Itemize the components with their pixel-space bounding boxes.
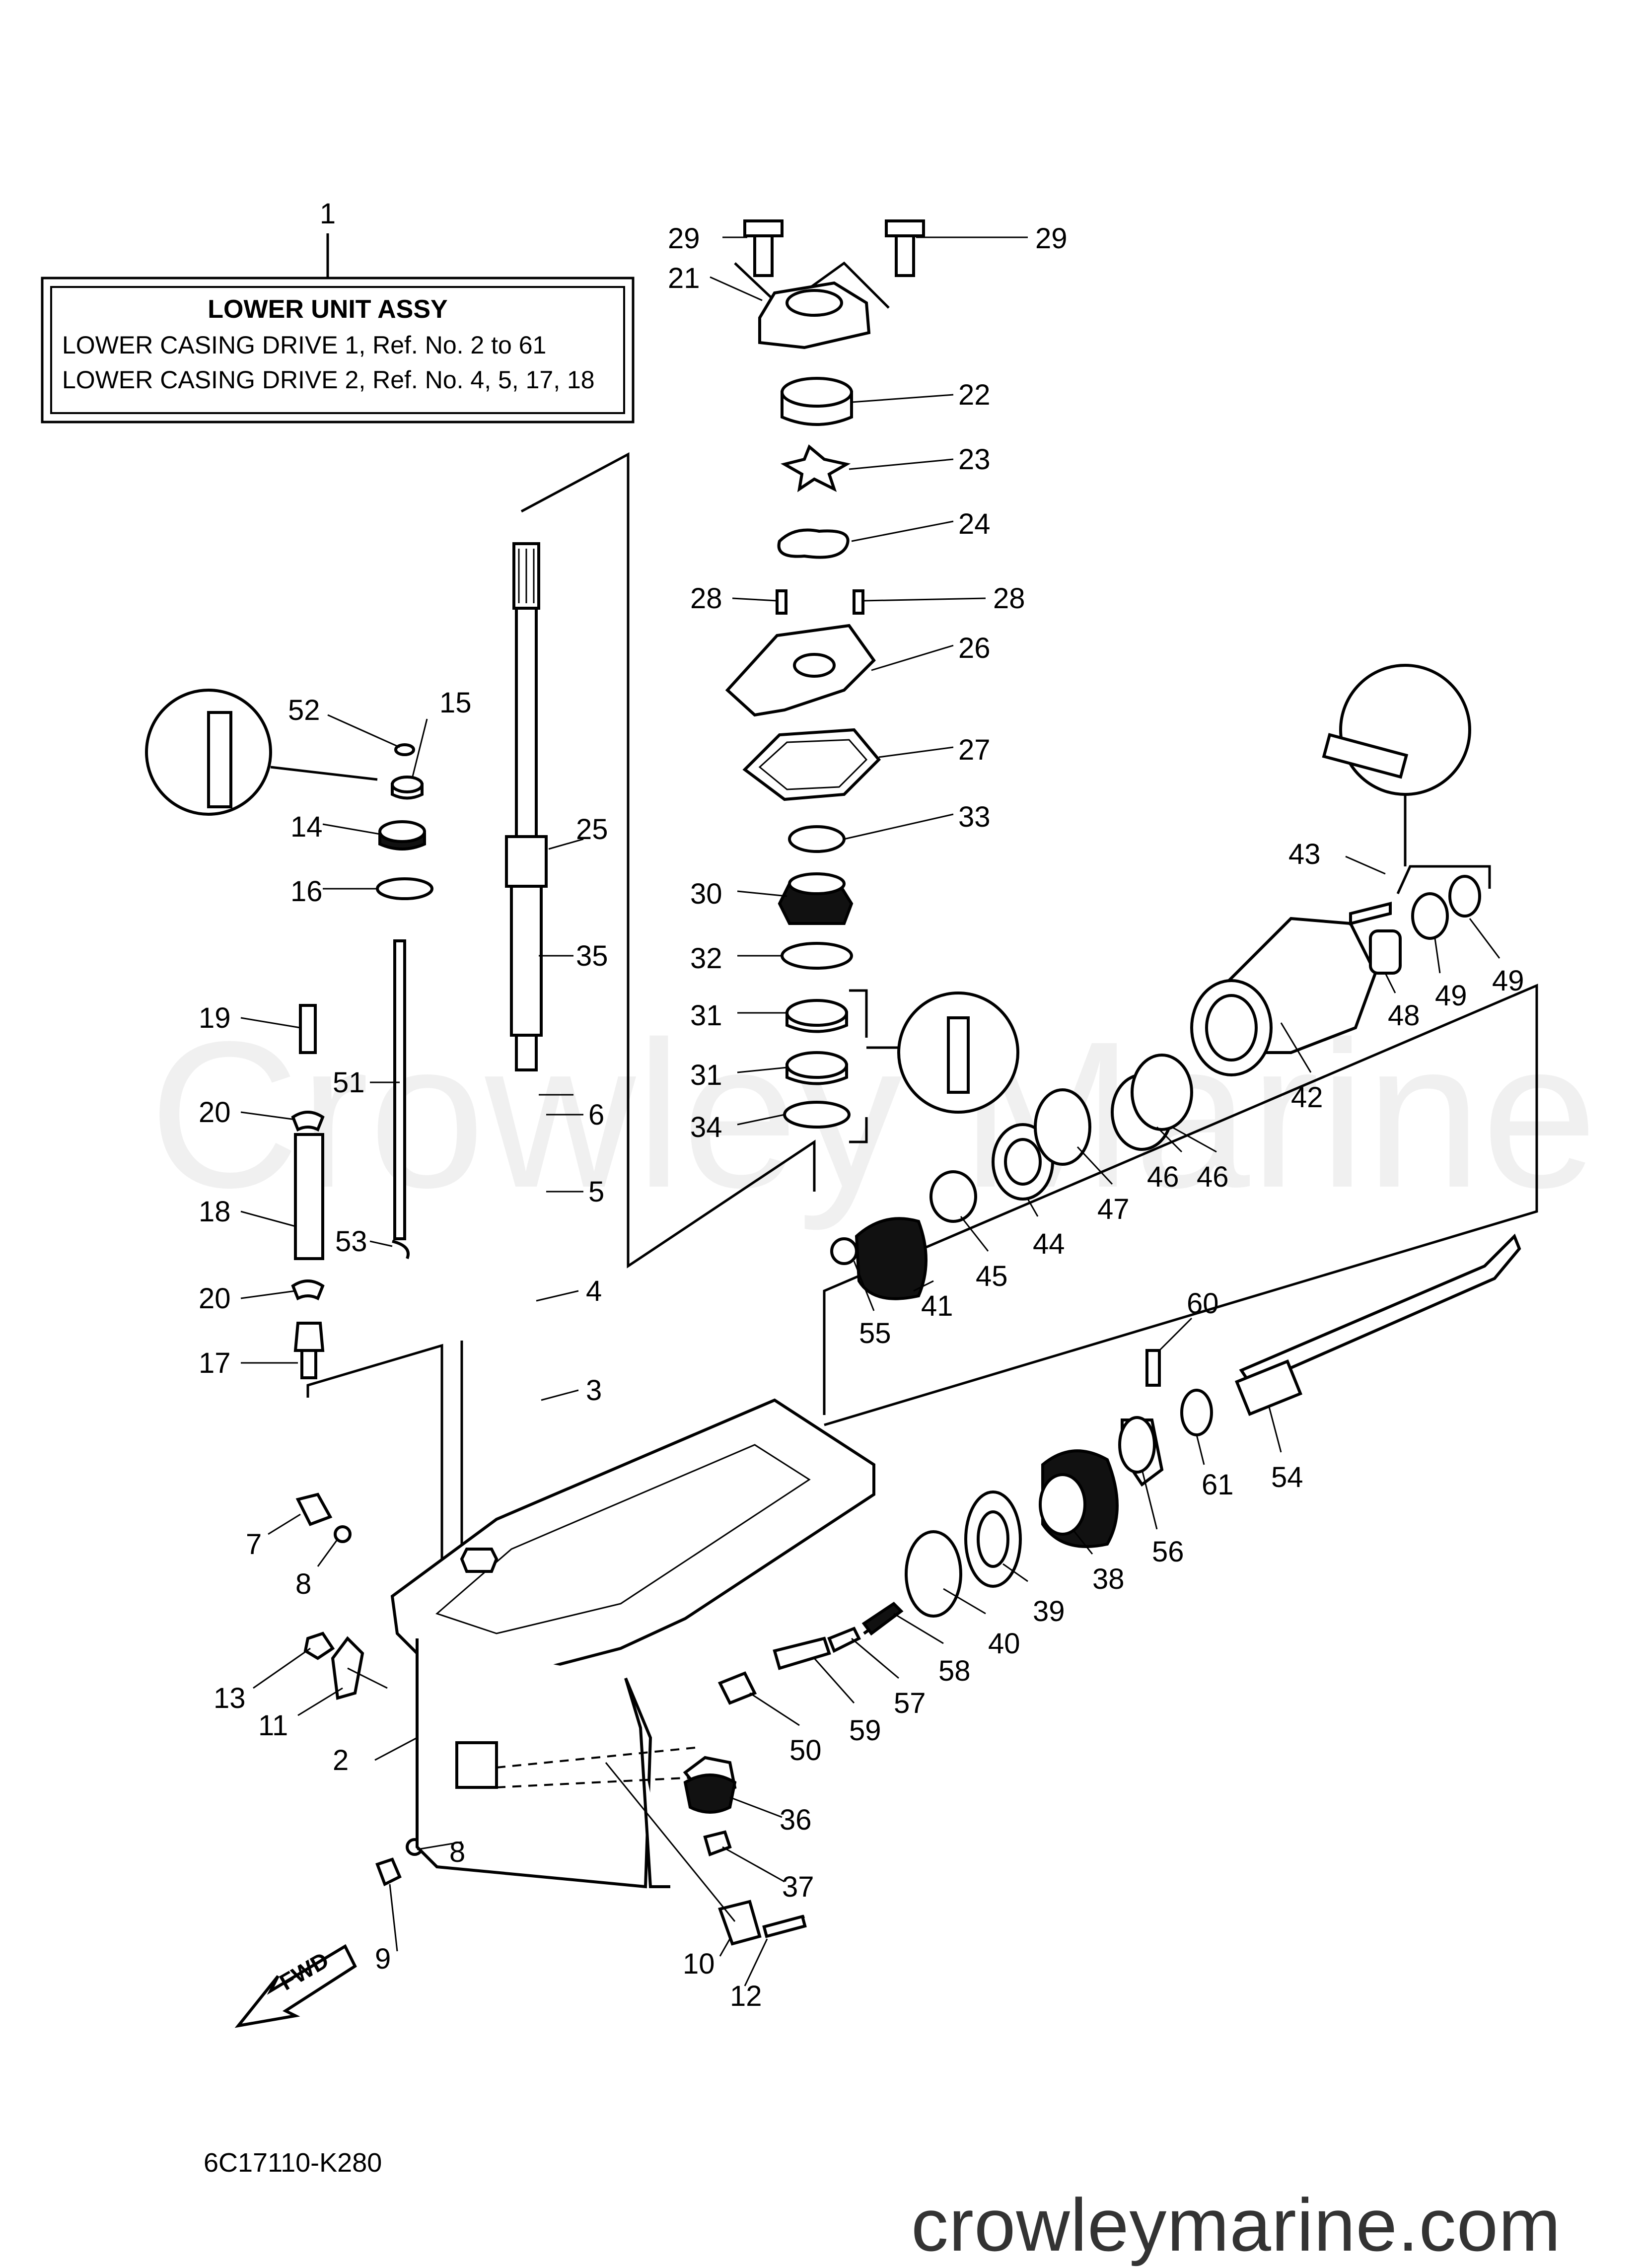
site-name[interactable]: crowleymarine.com — [911, 2183, 1561, 2267]
callout-10: 10 — [683, 1948, 715, 1980]
callout-16: 16 — [290, 875, 323, 908]
callout-43: 43 — [1288, 838, 1321, 870]
callout-55: 55 — [859, 1317, 891, 1349]
callout-28a: 28 — [690, 582, 722, 615]
water-pump-parts — [725, 219, 925, 1129]
callout-5: 5 — [588, 1176, 604, 1208]
fwd-arrow: FWD — [234, 1944, 357, 2028]
callout-45: 45 — [976, 1260, 1008, 1292]
callout-31a: 31 — [690, 999, 722, 1032]
callout-56: 56 — [1152, 1536, 1184, 1568]
callout-14: 14 — [290, 811, 323, 843]
callout-34: 34 — [690, 1111, 722, 1143]
callout-24: 24 — [958, 508, 991, 540]
callout-29a: 29 — [668, 222, 700, 255]
callout-54: 54 — [1271, 1461, 1303, 1493]
callout-36: 36 — [780, 1804, 812, 1836]
callout-6: 6 — [588, 1099, 604, 1131]
callout-7: 7 — [246, 1528, 262, 1560]
callout-61: 61 — [1202, 1469, 1234, 1501]
callout-numbers: 1 29 29 21 22 23 24 28 28 26 27 33 30 32… — [199, 198, 1524, 2012]
callout-49a: 49 — [1435, 980, 1467, 1012]
callout-51: 51 — [333, 1066, 365, 1099]
shift-rod-parts — [291, 743, 433, 1379]
callout-17: 17 — [199, 1347, 231, 1379]
title-box-title: LOWER UNIT ASSY — [208, 295, 447, 324]
callout-18: 18 — [199, 1196, 231, 1228]
callout-35: 35 — [576, 940, 608, 972]
title-box: LOWER UNIT ASSY LOWER CASING DRIVE 1, Re… — [41, 233, 635, 424]
callout-53: 53 — [335, 1225, 367, 1258]
propeller-shaft-parts — [683, 875, 1521, 1856]
watermark: Crowley Marine — [149, 998, 1597, 1232]
callout-38: 38 — [1092, 1563, 1125, 1595]
callout-19: 19 — [199, 1002, 231, 1034]
callout-11: 11 — [258, 1709, 288, 1742]
callout-44: 44 — [1033, 1228, 1065, 1260]
lower-casing — [390, 1398, 875, 1889]
callout-26: 26 — [958, 632, 991, 664]
leader-lines — [240, 236, 1500, 1986]
callout-13: 13 — [214, 1682, 246, 1714]
callout-37: 37 — [782, 1871, 814, 1903]
callout-48: 48 — [1388, 999, 1420, 1032]
callout-30: 30 — [690, 878, 722, 910]
callout-25: 25 — [576, 813, 608, 846]
drive-shaft — [505, 542, 548, 1071]
callout-33: 33 — [958, 801, 991, 833]
callout-20a: 20 — [199, 1096, 231, 1129]
callout-12: 12 — [730, 1980, 762, 2012]
callout-41: 41 — [921, 1290, 953, 1322]
detail-balloons — [145, 664, 1471, 1114]
callout-47: 47 — [1097, 1193, 1130, 1225]
callout-3: 3 — [586, 1374, 602, 1407]
title-box-line-1: LOWER CASING DRIVE 1, Ref. No. 2 to 61 — [62, 331, 546, 359]
callout-20b: 20 — [199, 1282, 231, 1315]
callout-32: 32 — [690, 942, 722, 975]
callout-22: 22 — [958, 379, 991, 411]
callout-8a: 8 — [295, 1568, 311, 1600]
callout-46a: 46 — [1147, 1161, 1179, 1193]
callout-57: 57 — [894, 1687, 926, 1719]
callout-4: 4 — [586, 1275, 602, 1307]
callout-40: 40 — [988, 1628, 1020, 1660]
callout-31b: 31 — [690, 1059, 722, 1091]
callout-28b: 28 — [993, 582, 1025, 615]
callout-60: 60 — [1187, 1287, 1219, 1320]
callout-9: 9 — [375, 1943, 391, 1975]
callout-39: 39 — [1033, 1595, 1065, 1628]
diagram-code: 6C17110-K280 — [204, 2148, 382, 2178]
callout-23: 23 — [958, 443, 991, 476]
callout-1: 1 — [320, 198, 336, 230]
callout-15: 15 — [439, 687, 472, 719]
callout-27: 27 — [958, 734, 991, 766]
callout-42: 42 — [1291, 1081, 1323, 1114]
title-box-line-2: LOWER CASING DRIVE 2, Ref. No. 4, 5, 17,… — [62, 366, 595, 394]
callout-8b: 8 — [449, 1836, 465, 1868]
callout-46b: 46 — [1197, 1161, 1229, 1193]
callout-2: 2 — [333, 1744, 349, 1776]
callout-49b: 49 — [1492, 965, 1524, 997]
callout-29b: 29 — [1035, 222, 1068, 255]
callout-50: 50 — [789, 1734, 822, 1767]
callout-58: 58 — [938, 1655, 971, 1687]
callout-21: 21 — [668, 262, 700, 294]
callout-52: 52 — [288, 694, 320, 726]
assembly-lines — [306, 261, 1538, 1564]
callout-59: 59 — [849, 1714, 881, 1747]
